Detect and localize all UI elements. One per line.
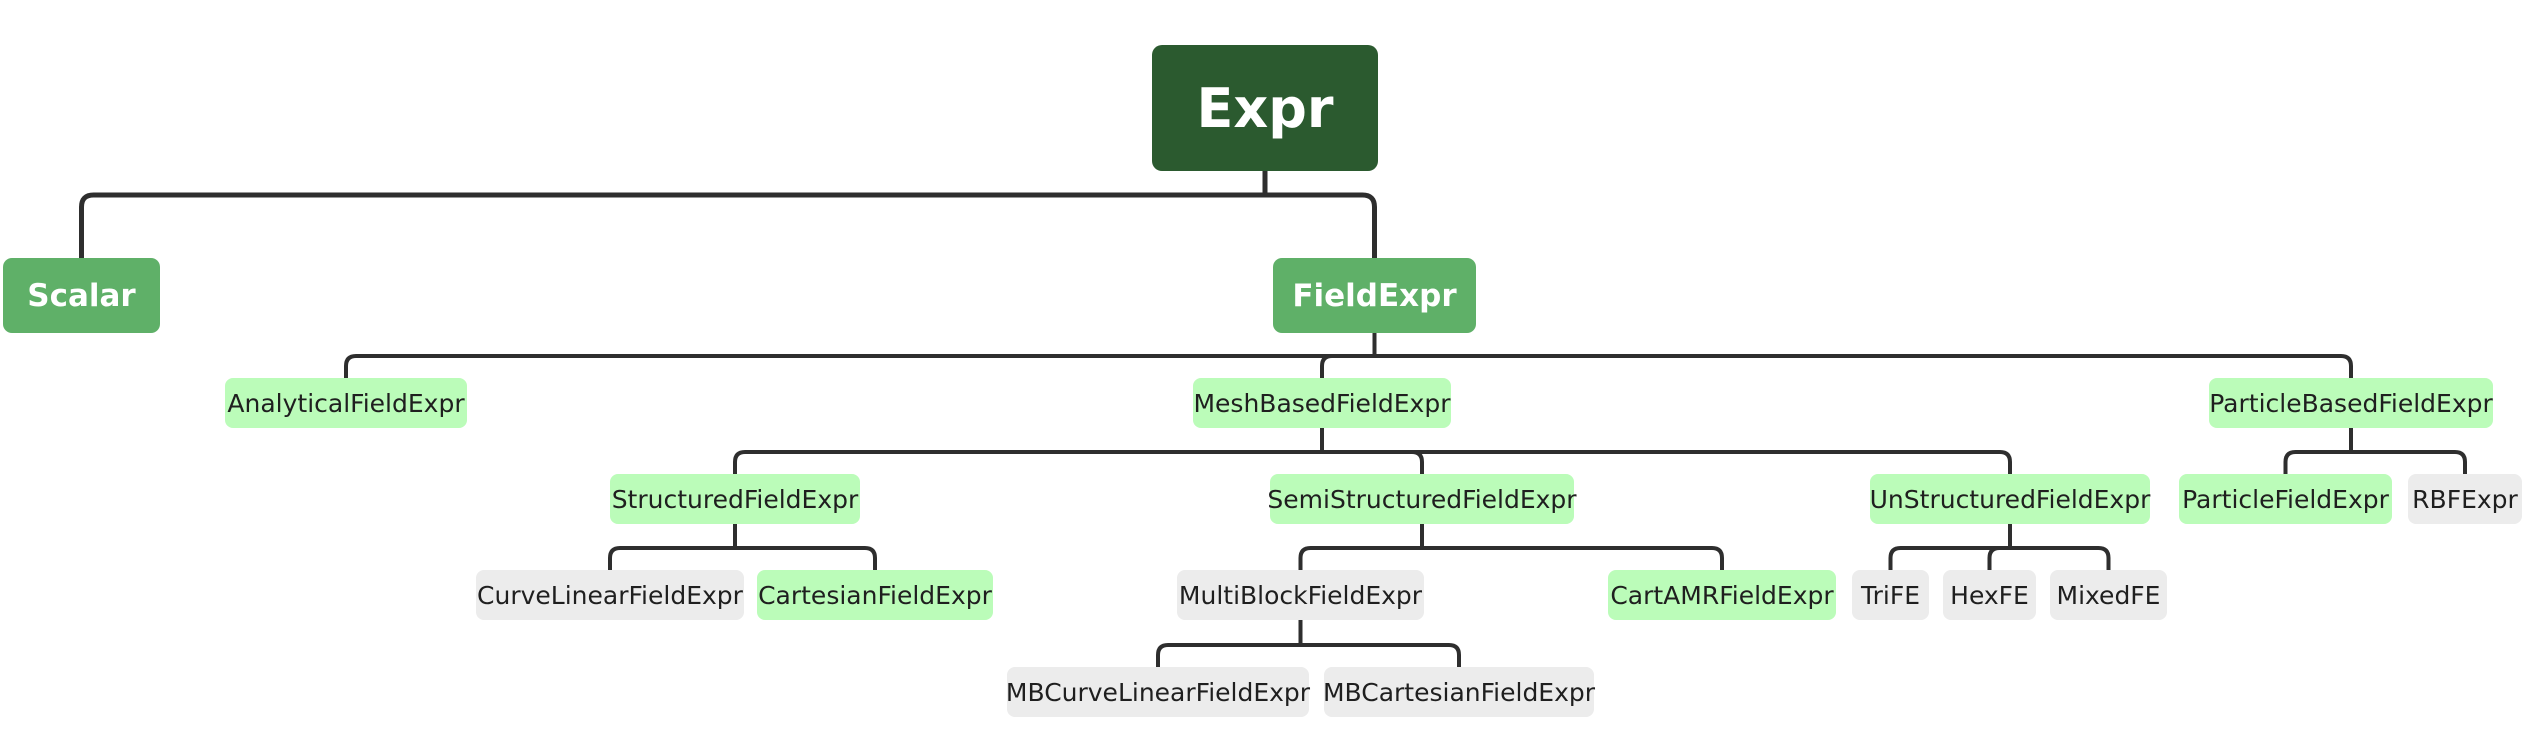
connector-expr-field_expr <box>1265 192 1377 258</box>
connector-expr-scalar <box>79 192 1265 258</box>
connector-mesh_based_field_expr-unstructured_field_expr <box>1322 450 2012 474</box>
connector-unstructured_field_expr-hex_fe <box>1987 546 2010 570</box>
connector-unstructured_field_expr-mixed_fe <box>2010 546 2111 570</box>
node-scalar: Scalar <box>3 258 160 333</box>
node-tri-fe: TriFE <box>1852 570 1929 620</box>
node-curve-linear-field-expr: CurveLinearFieldExpr <box>476 570 744 620</box>
node-multi-block-field-expr: MultiBlockFieldExpr <box>1177 570 1424 620</box>
node-mixed-fe: MixedFE <box>2050 570 2167 620</box>
connector-particle_based_field_expr-rbf_expr <box>2351 450 2467 474</box>
node-mesh-based-field-expr: MeshBasedFieldExpr <box>1193 378 1451 428</box>
node-particle-based-field-expr: ParticleBasedFieldExpr <box>2209 378 2493 428</box>
connector-multi_block_field_expr-mb_curve_linear_field_expr <box>1156 643 1301 667</box>
connector-mesh_based_field_expr-structured_field_expr <box>733 450 1322 474</box>
connector-multi_block_field_expr-mb_cartesian_field_expr <box>1300 643 1461 667</box>
node-cart-amr-field-expr: CartAMRFieldExpr <box>1608 570 1836 620</box>
connector-field_expr-mesh_based_field_expr <box>1320 354 1375 378</box>
connector-semi_structured_field_expr-multi_block_field_expr <box>1298 546 1422 570</box>
node-mb-curve-linear-field-expr: MBCurveLinearFieldExpr <box>1006 667 1310 717</box>
connector-structured_field_expr-cartesian_field_expr <box>735 546 877 570</box>
node-mb-cartesian-field-expr: MBCartesianFieldExpr <box>1323 667 1595 717</box>
connector-field_expr-particle_based_field_expr <box>1374 354 2353 378</box>
connector-structured_field_expr-curve_linear_field_expr <box>608 546 735 570</box>
node-cartesian-field-expr: CartesianFieldExpr <box>757 570 993 620</box>
node-rbf-expr: RBFExpr <box>2408 474 2522 524</box>
connector-unstructured_field_expr-tri_fe <box>1888 546 2010 570</box>
node-hex-fe: HexFE <box>1943 570 2036 620</box>
node-semi-structured-field-expr: SemiStructuredFieldExpr <box>1267 474 1577 524</box>
connector-field_expr-analytical_field_expr <box>344 354 1375 378</box>
node-unstructured-field-expr: UnStructuredFieldExpr <box>1870 474 2150 524</box>
node-field-expr: FieldExpr <box>1273 258 1476 333</box>
connector-semi_structured_field_expr-cart_amr_field_expr <box>1422 546 1724 570</box>
connector-mesh_based_field_expr-semi_structured_field_expr <box>1322 450 1424 474</box>
node-structured-field-expr: StructuredFieldExpr <box>610 474 860 524</box>
connector-particle_based_field_expr-particle_field_expr <box>2283 450 2351 474</box>
node-expr: Expr <box>1152 45 1378 171</box>
node-analytical-field-expr: AnalyticalFieldExpr <box>225 378 467 428</box>
node-particle-field-expr: ParticleFieldExpr <box>2179 474 2392 524</box>
